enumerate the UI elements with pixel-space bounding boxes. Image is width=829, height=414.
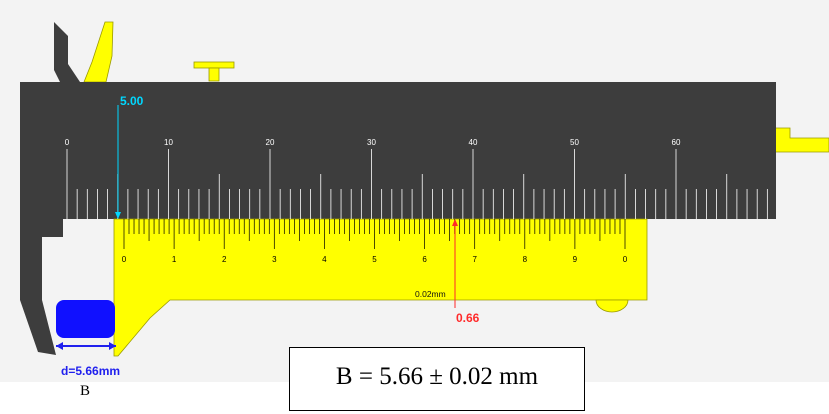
main-scale-label: 60 xyxy=(672,138,681,147)
least-count-label: 0.02mm xyxy=(415,289,446,299)
footer-label: B xyxy=(80,383,91,399)
main-scale-label: 10 xyxy=(164,138,173,147)
vernier-scale-label: 9 xyxy=(573,255,578,264)
main-scale-label: 40 xyxy=(469,138,478,147)
main-scale-label: 50 xyxy=(570,138,579,147)
diameter-arrow-left xyxy=(56,342,63,350)
vernier-slide[interactable] xyxy=(113,218,648,357)
depth-rod[interactable] xyxy=(771,127,829,153)
main-scale-label: 30 xyxy=(367,138,376,147)
locking-screw-stem[interactable] xyxy=(208,67,220,82)
vernier-scale-label: 2 xyxy=(222,255,227,264)
measured-object xyxy=(56,300,115,338)
vernier-scale: 0 1 2 3 4 5 6 7 8 9 0 xyxy=(122,219,628,264)
vernier-scale-label: 4 xyxy=(322,255,327,264)
vernier-scale-label: 0 xyxy=(122,255,127,264)
vernier-scale-label: 5 xyxy=(372,255,377,264)
result-box: B = 5.66 ± 0.02 mm xyxy=(289,347,585,411)
diameter-arrow-right xyxy=(109,342,116,350)
vernier-caliper: 0 10 20 30 40 50 60 0 1 2 3 4 5 6 7 8 9 0 xyxy=(20,21,829,357)
vernier-scale-label: 6 xyxy=(422,255,427,264)
vernier-reading: 0.66 xyxy=(456,311,480,325)
vernier-scale-label: 1 xyxy=(172,255,177,264)
main-scale-reading: 5.00 xyxy=(120,94,144,108)
zero-pointer-arrow xyxy=(115,212,121,219)
vernier-scale-label: 7 xyxy=(472,255,477,264)
main-beam xyxy=(20,82,776,219)
vernier-scale-label: 3 xyxy=(272,255,277,264)
thumb-wheel[interactable] xyxy=(595,299,629,313)
diameter-readout: d=5.66mm xyxy=(61,364,121,378)
fixed-upper-jaw xyxy=(54,22,80,82)
main-scale-label: 20 xyxy=(266,138,275,147)
sliding-upper-jaw[interactable] xyxy=(83,21,114,83)
locking-screw-head[interactable] xyxy=(193,61,235,69)
fixed-lower-jaw xyxy=(20,219,63,355)
coincidence-pointer-arrow xyxy=(452,219,458,226)
vernier-scale-label: 8 xyxy=(523,255,528,264)
vernier-scale-label: 0 xyxy=(623,255,628,264)
main-scale-label: 0 xyxy=(65,138,70,147)
